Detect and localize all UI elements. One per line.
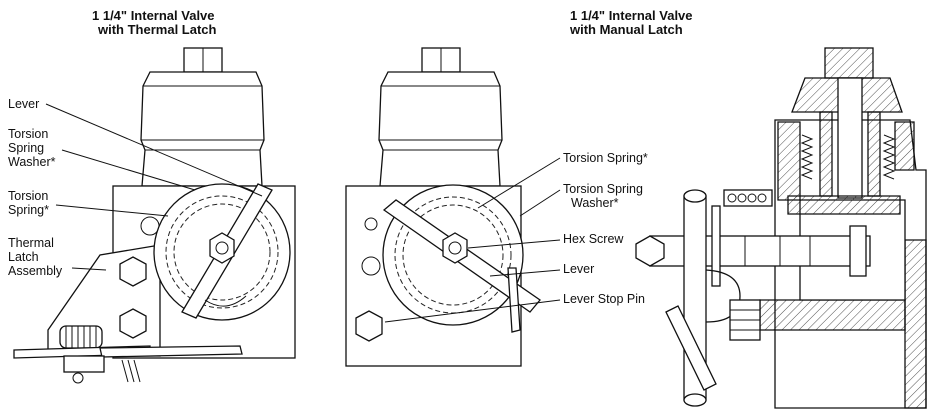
manual-latch-cutaway: [635, 47, 927, 409]
hub-hex-middle: [442, 232, 468, 264]
hex-screw-right: [635, 235, 665, 267]
central-stem: [837, 77, 863, 199]
title-manual-line-1: 1 1/4" Internal Valve: [570, 8, 693, 23]
label-tsw-line-3: Washer*: [8, 155, 56, 169]
leader-lines-left: [45, 103, 263, 271]
bolt-hole-middle: [361, 256, 381, 276]
bonnet-left: [140, 71, 265, 187]
label-torsion-spring-left: Torsion Spring*: [8, 189, 49, 217]
label-tsw-line-2: Spring: [8, 141, 45, 155]
label-torsion-spring-washer-right: Torsion Spring Washer*: [563, 182, 643, 210]
title-manual-latch: 1 1/4" Internal Valve with Manual Latch: [570, 9, 770, 37]
thermal-latch-valve: [13, 47, 296, 384]
latch-pin: [72, 372, 84, 384]
label-lever-stop-pin: Lever Stop Pin: [563, 292, 645, 306]
label-tla-line-1: Thermal: [8, 236, 54, 250]
label-lever-right: Lever: [563, 262, 595, 276]
label-tla-line-3: Assembly: [8, 264, 63, 278]
hub-hex-left: [209, 232, 235, 264]
stop-pin-middle: [507, 267, 521, 333]
latch-bracket: [63, 355, 105, 373]
label-tsw-right-line-2: Washer*: [571, 196, 619, 210]
label-tla-line-2: Latch: [8, 250, 39, 264]
title-thermal-line-1: 1 1/4" Internal Valve: [92, 8, 215, 23]
label-tsw-right-line-1: Torsion Spring: [563, 182, 643, 196]
latch-spring-coil: [59, 325, 103, 349]
hex-nut-middle: [355, 310, 383, 342]
label-thermal-latch-assembly: Thermal Latch Assembly: [8, 236, 62, 278]
cutaway-top-nut: [824, 47, 874, 79]
title-thermal-latch: 1 1/4" Internal Valve with Thermal Latch: [92, 9, 292, 37]
label-lever-left: Lever: [8, 97, 40, 111]
manual-latch-valve: [345, 47, 541, 367]
torsion-spring-washer-right: [711, 205, 721, 287]
cutaway-spring: [800, 134, 896, 180]
label-torsion-spring-washer-left: Torsion Spring Washer*: [8, 127, 55, 169]
hex-nut-2: [119, 308, 147, 339]
label-torsion-spring-right: Torsion Spring*: [563, 151, 648, 165]
lower-hatch: [759, 299, 906, 331]
bonnet-middle: [378, 71, 503, 187]
hex-nut-1: [119, 256, 147, 287]
label-ts-line-1: Torsion: [8, 189, 49, 203]
label-tsw-line-1: Torsion: [8, 127, 49, 141]
horizontal-shaft: [649, 235, 871, 267]
lever-stop-pin-right: [665, 305, 717, 391]
label-hex-screw: Hex Screw: [563, 232, 624, 246]
leader-lines-middle: [384, 157, 561, 323]
label-ts-line-2: Spring*: [8, 203, 49, 217]
lever-loop: [705, 269, 741, 323]
title-thermal-line-2: with Thermal Latch: [98, 22, 217, 37]
stop-pin-left: [204, 295, 247, 307]
title-manual-line-2: with Manual Latch: [570, 22, 683, 37]
